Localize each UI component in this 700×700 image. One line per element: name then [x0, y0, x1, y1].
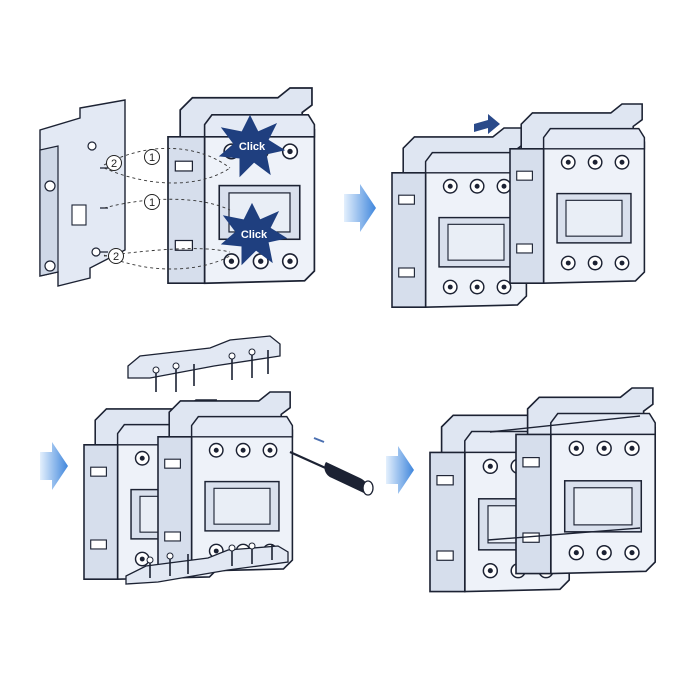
mounted-link-bar: [487, 415, 641, 541]
callout-1-middle: 1: [144, 194, 160, 210]
step-4-panel: [429, 387, 657, 593]
contactor-left-step2: [391, 127, 528, 308]
alignment-guides: [103, 148, 231, 270]
click-label-bottom: Click: [241, 229, 268, 241]
bottom-link-bar: [125, 542, 289, 585]
contactor-right-step2: [509, 103, 646, 284]
step-2-panel: [391, 103, 646, 308]
callout-1-top: 1: [144, 149, 160, 165]
push-arrow-icon: [474, 114, 500, 134]
interlock-plate: [39, 99, 126, 287]
step-arrow-icon: [344, 184, 376, 232]
click-label-top: Click: [239, 141, 266, 153]
step-3-panel: [83, 335, 374, 585]
svg-text:1: 1: [149, 197, 155, 209]
contactor-right-step4: [515, 387, 657, 575]
callout-2-top: 2: [106, 155, 122, 171]
click-star-icon: Click: [219, 115, 285, 177]
step-arrow-icon: [386, 446, 414, 494]
contactor-step1: [167, 87, 316, 285]
svg-text:1: 1: [149, 152, 155, 164]
top-link-bar: [127, 335, 281, 392]
callout-2-bottom: 2: [108, 248, 124, 264]
click-star-icon: Click: [221, 203, 287, 265]
svg-text:2: 2: [113, 251, 119, 263]
step-arrow-icon: [40, 442, 68, 490]
screwdriver-icon: [289, 437, 374, 496]
step-1-panel: 2 1 1 2 Click Click: [39, 87, 316, 287]
svg-text:2: 2: [111, 158, 117, 170]
